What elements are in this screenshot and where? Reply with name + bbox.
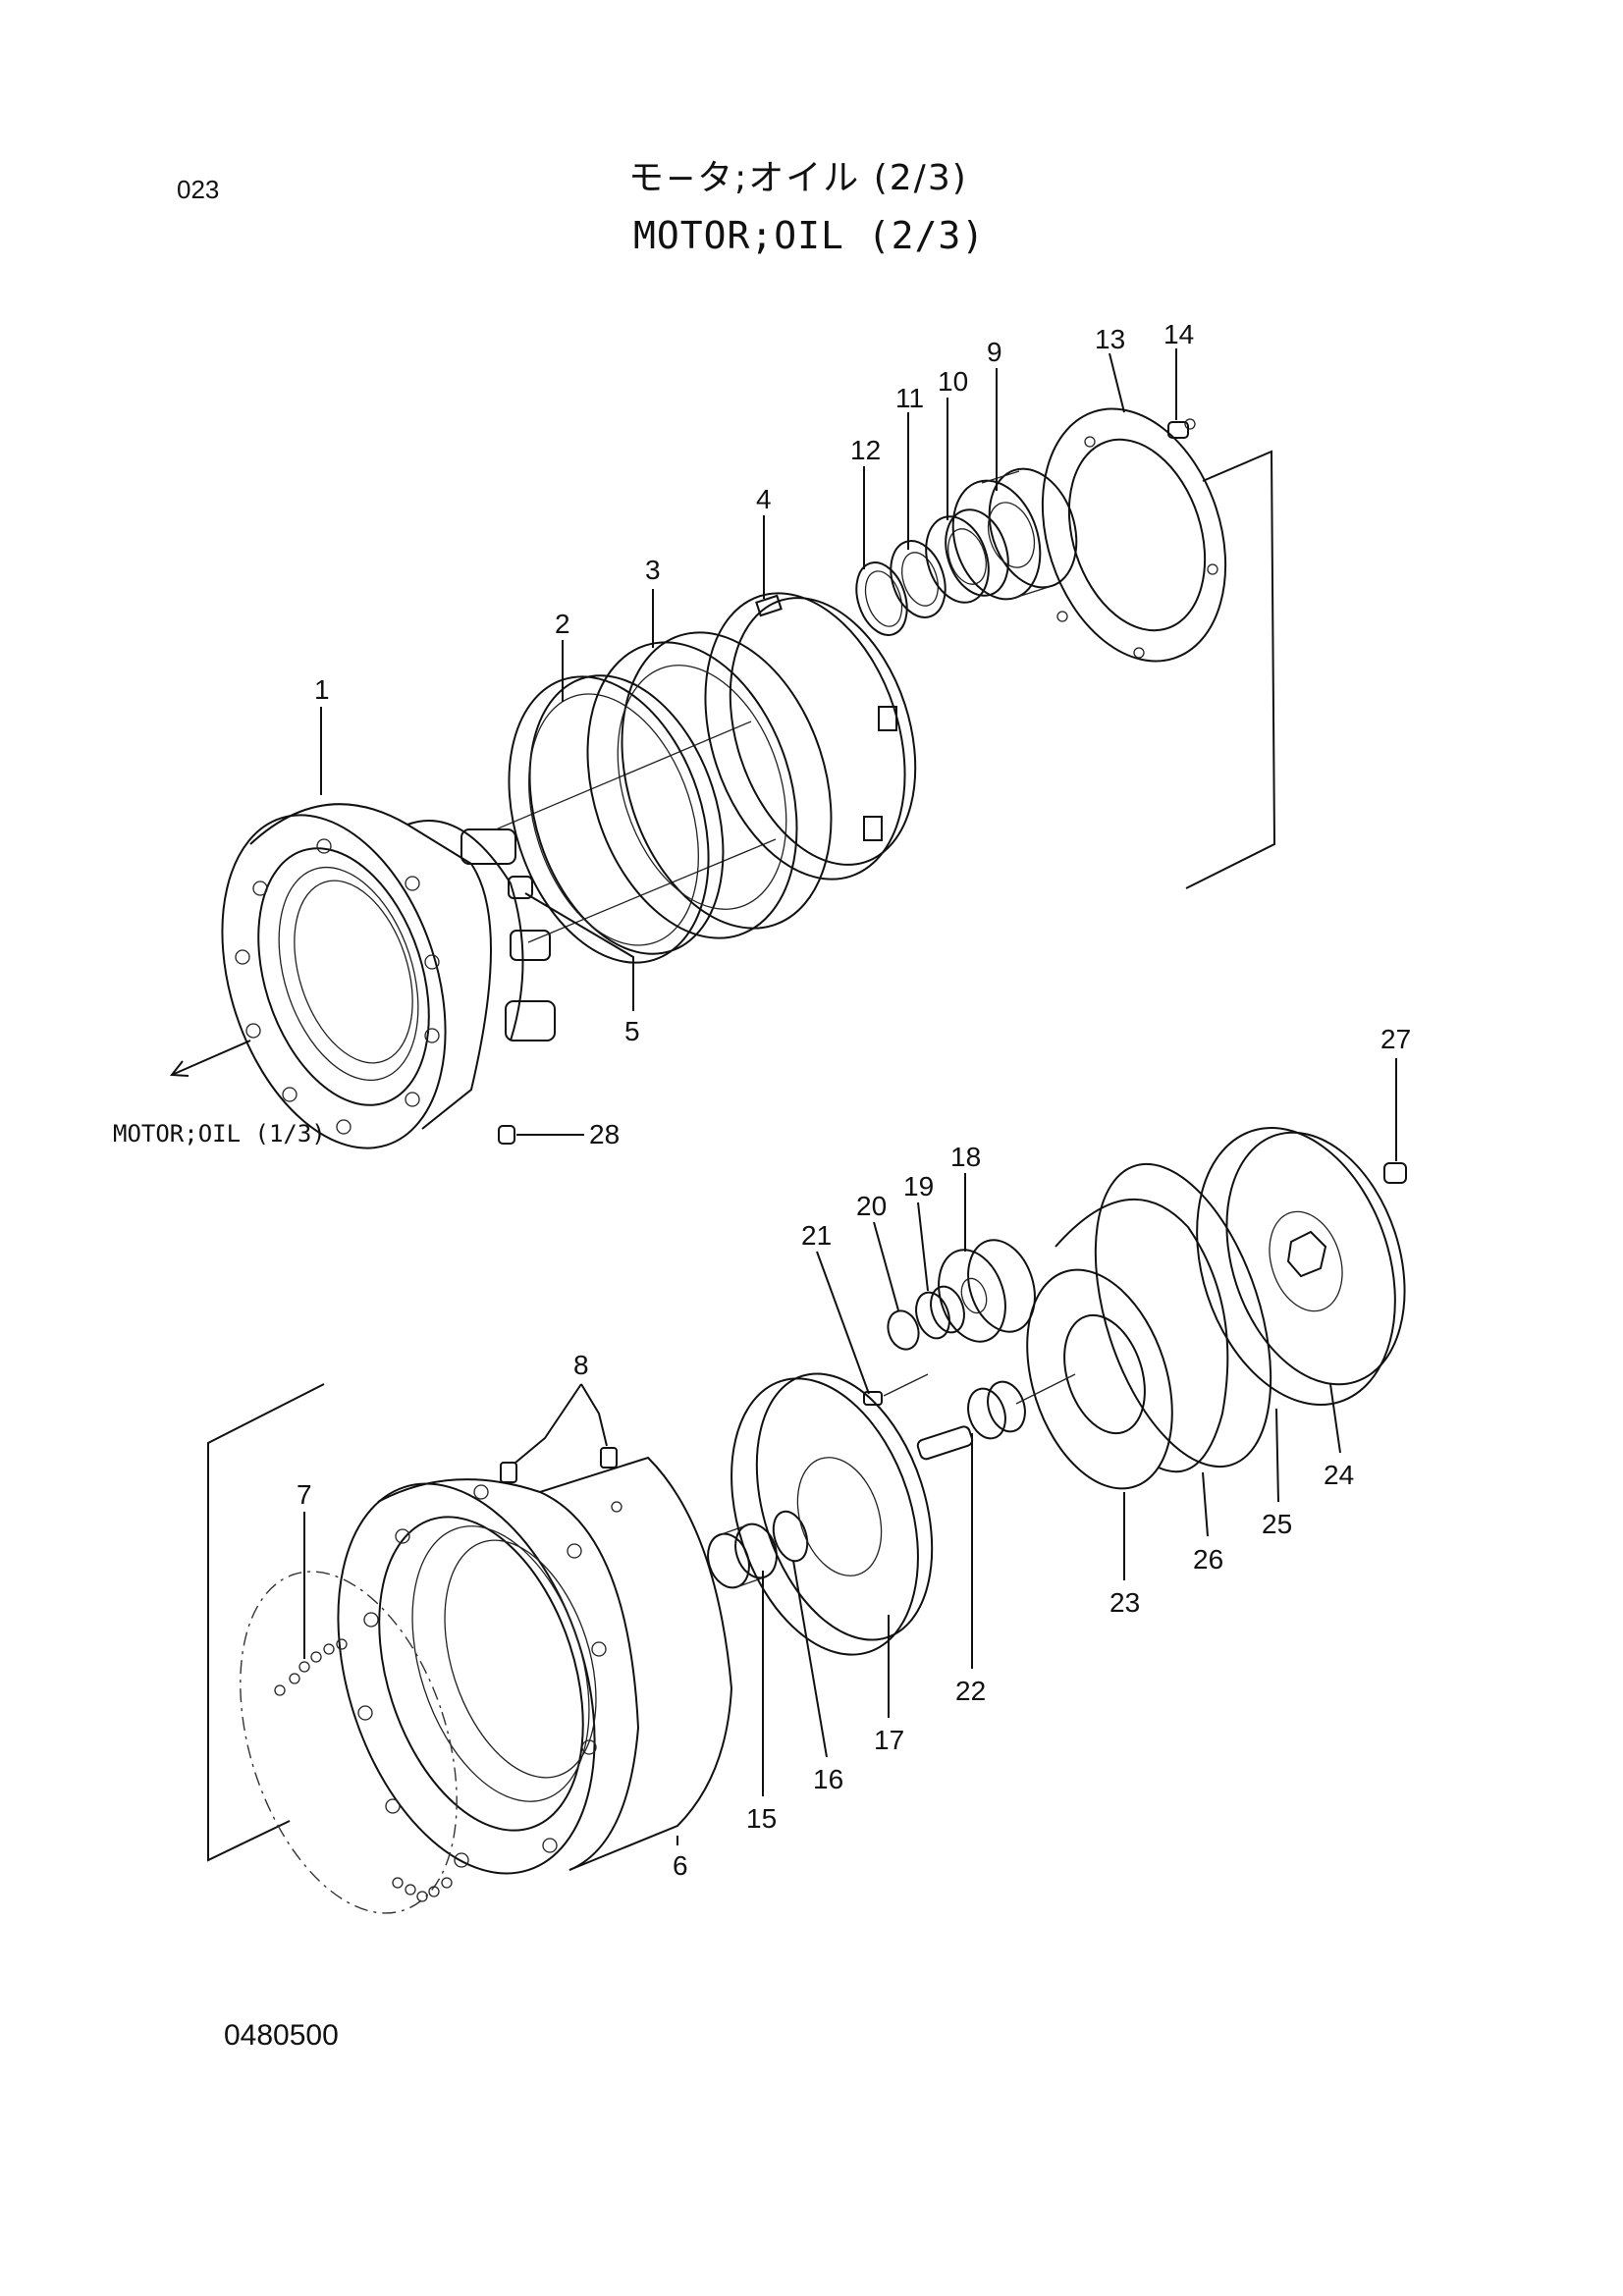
part-17-carrier	[730, 1372, 934, 1656]
label-part-13: 13	[1095, 324, 1125, 354]
label-part-24: 24	[1324, 1460, 1354, 1490]
label-part-1: 1	[314, 674, 330, 705]
label-part-7: 7	[297, 1479, 312, 1510]
upper-assembly-bracket	[1185, 450, 1276, 889]
part-28-plug	[498, 1125, 515, 1145]
label-part-19: 19	[903, 1171, 934, 1201]
part-24-cover	[1196, 1127, 1406, 1406]
part-5-pin	[508, 876, 533, 899]
label-part-20: 20	[856, 1191, 887, 1221]
drawing-number: 0480500	[224, 2019, 339, 2052]
part-6-ring-gear-housing	[337, 1456, 733, 1875]
part-14-bolt	[1167, 421, 1189, 439]
label-part-3: 3	[645, 555, 661, 585]
part-3-bearing	[586, 631, 833, 939]
label-part-2: 2	[555, 609, 570, 639]
leader-lines	[303, 348, 1397, 1845]
assembly-axis-lines	[883, 1373, 1076, 1405]
label-part-17: 17	[874, 1725, 904, 1755]
part-26-retaining-ring	[1055, 1198, 1229, 1473]
title-english: MOTOR;OIL (2/3)	[633, 214, 986, 257]
part-13-thrust-plate	[1041, 407, 1227, 663]
label-part-5: 5	[624, 1016, 640, 1046]
part-4-seal-ring	[704, 592, 917, 881]
label-part-10: 10	[938, 366, 968, 397]
label-part-18: 18	[950, 1142, 981, 1172]
part-12-snap-ring	[855, 561, 908, 636]
label-part-22: 22	[955, 1676, 986, 1706]
label-part-8: 8	[573, 1350, 589, 1380]
label-part-27: 27	[1380, 1024, 1411, 1054]
label-part-16: 16	[813, 1764, 843, 1794]
part-20-thrust-washer	[887, 1309, 920, 1351]
part-7-steel-balls	[240, 1571, 458, 1914]
part-23-thrust-plate	[1026, 1268, 1173, 1490]
part-9-gear	[951, 467, 1078, 601]
part-1-housing	[221, 721, 777, 1149]
label-part-9: 9	[987, 337, 1002, 367]
part-19-needle-bearing	[915, 1285, 965, 1340]
part-27-plug	[1383, 1162, 1407, 1184]
label-part-14: 14	[1163, 319, 1194, 349]
label-part-25: 25	[1262, 1509, 1292, 1539]
cross-reference-label: MOTOR;OIL (1/3)	[113, 1120, 326, 1148]
part-8-plugs	[500, 1447, 618, 1483]
label-part-6: 6	[673, 1850, 688, 1881]
label-part-23: 23	[1109, 1587, 1140, 1618]
lower-assembly-bracket	[207, 1383, 325, 1862]
part-11-ring	[890, 540, 947, 618]
part-22-shaft-gear	[916, 1380, 1026, 1461]
part-25-o-ring	[1094, 1162, 1272, 1468]
label-part-26: 26	[1193, 1544, 1223, 1575]
title-japanese: モ−タ;オイル (2/3)	[628, 158, 968, 198]
part-18-planetary-gear	[938, 1239, 1036, 1343]
label-part-28: 28	[589, 1119, 620, 1149]
label-part-15: 15	[746, 1803, 777, 1834]
cross-reference-arrow	[170, 1040, 251, 1077]
part-10-bearing	[925, 508, 1009, 604]
label-part-11: 11	[895, 383, 924, 413]
label-part-21: 21	[801, 1220, 832, 1251]
label-part-12: 12	[850, 435, 881, 465]
label-part-4: 4	[756, 484, 772, 514]
part-21-pin	[863, 1391, 883, 1406]
part-number-labels: 1 2 3 4 5 6 7 8 9 10 11 12 13 14 15 16 1…	[113, 319, 1411, 1881]
part-16-snap-ring	[772, 1510, 809, 1563]
page-code: 023	[177, 175, 220, 204]
